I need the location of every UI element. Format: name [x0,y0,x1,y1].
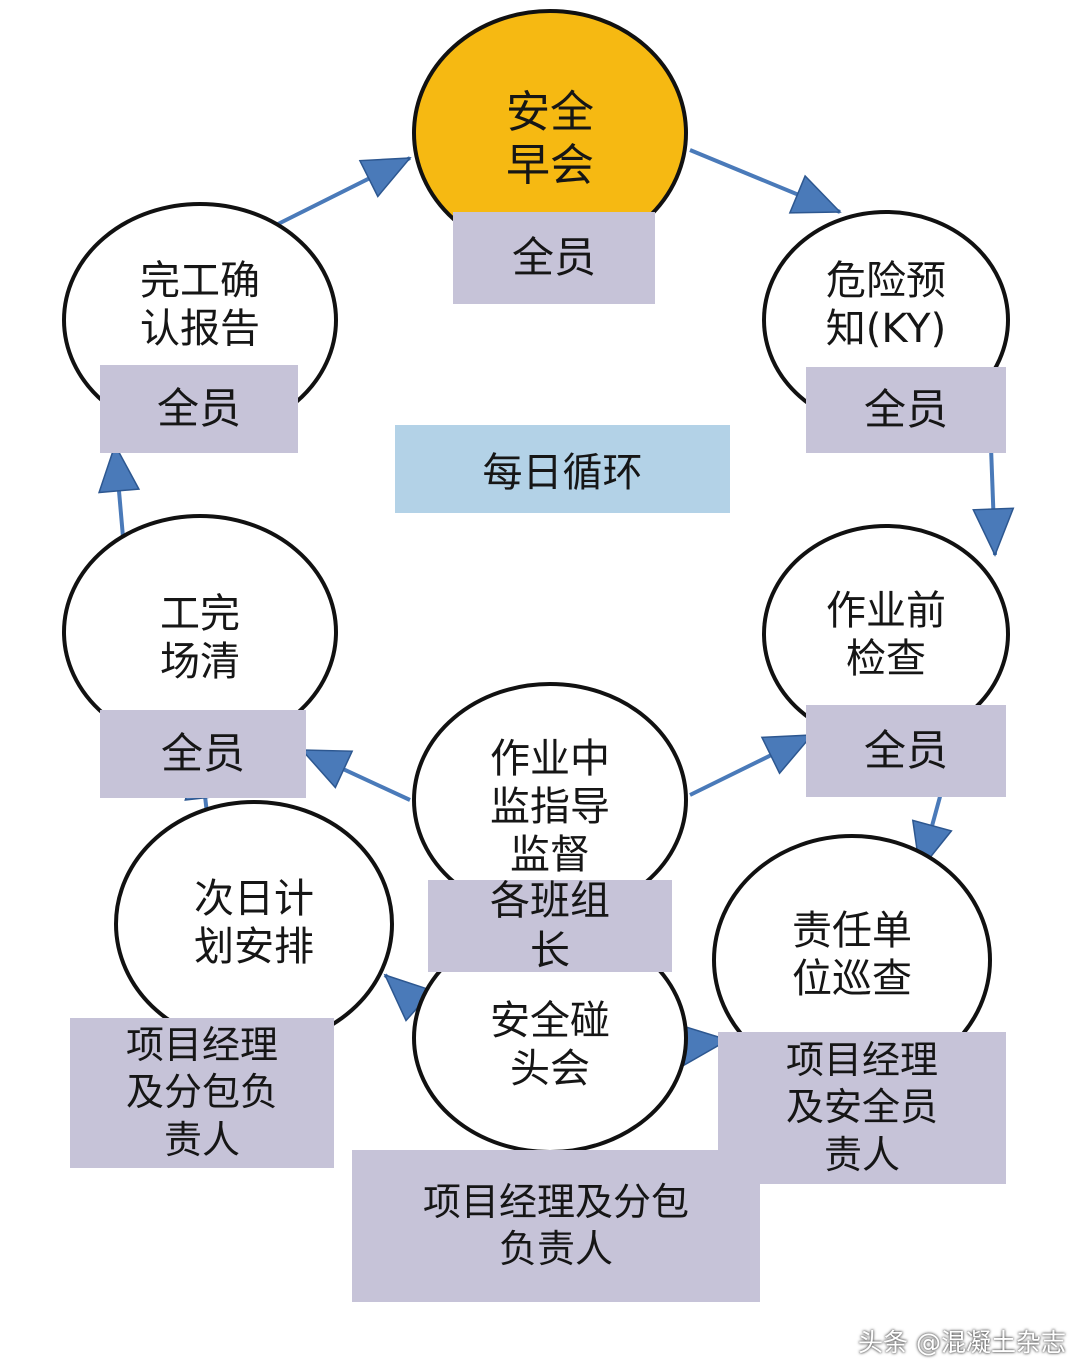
arrowhead-9 [97,443,141,494]
node-label-responsible-unit-patrol: 责任单 位巡查 [792,908,912,1002]
role-box-work-site-clear: 全员 [100,710,306,798]
role-box-safety-briefing: 项目经理及分包 负责人 [352,1150,760,1302]
role-box-safety-morning-meeting: 全员 [453,212,655,304]
arrowhead-3 [760,734,814,775]
role-box-completion-report: 全员 [100,365,298,453]
arrowhead-10 [358,157,412,198]
node-label-work-site-clear: 工完 场清 [160,591,240,685]
node-label-completion-report: 完工确 认报告 [140,258,260,352]
node-label-in-work-supervision: 作业中 监指导 监督 [490,736,610,878]
role-box-pre-work-inspection: 全员 [806,705,1006,797]
arrowhead-1 [788,174,842,214]
arrowhead-7 [300,749,354,789]
center-label-daily-cycle: 每日循环 [395,425,730,513]
role-box-next-day-plan: 项目经理 及分包负 责人 [70,1018,334,1168]
node-label-safety-briefing: 安全碰 头会 [490,998,610,1092]
role-box-responsible-unit-patrol: 项目经理 及安全员 责人 [718,1032,1006,1184]
role-box-in-work-supervision: 各班组 长 [428,878,672,974]
arrowhead-2 [972,507,1015,557]
node-label-pre-work-inspection: 作业前 检查 [826,588,946,682]
node-label-hazard-prediction: 危险预 知(KY) [825,258,947,352]
watermark: 头条 @混凝土杂志 [858,1328,1066,1357]
role-box-hazard-prediction: 全员 [806,367,1006,453]
node-label-next-day-plan: 次日计 划安排 [194,876,314,970]
node-label-safety-morning-meeting: 安全 早会 [506,87,594,191]
